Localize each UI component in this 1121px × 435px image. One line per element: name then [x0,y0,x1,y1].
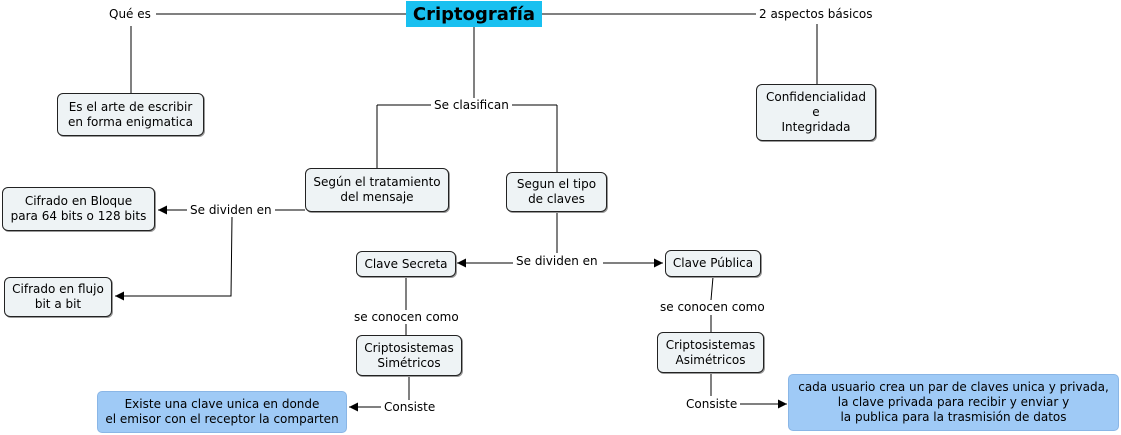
node-segun-tratamiento[interactable]: Según el tratamiento del mensaje [305,168,449,212]
node-aspectos-basicos[interactable]: Confidencialidad e Integridada [756,84,876,141]
label-2-aspectos: 2 aspectos básicos [756,7,876,21]
central-topic-criptografia[interactable]: Criptografía [406,1,542,27]
label-consiste-left: Consiste [381,400,439,414]
node-clave-secreta[interactable]: Clave Secreta [356,251,456,277]
label-se-clasifican: Se clasifican [431,98,512,112]
label-se-dividen-en-left: Se dividen en [187,203,275,217]
node-par-de-claves[interactable]: cada usuario crea un par de claves unica… [788,374,1119,431]
node-cifrado-flujo[interactable]: Cifrado en flujo bit a bit [4,277,112,317]
label-consiste-right: Consiste [683,397,741,411]
node-criptosistemas-asimetricos[interactable]: Criptosistemas Asimétricos [657,332,764,373]
node-cifrado-bloque[interactable]: Cifrado en Bloque para 64 bits o 128 bit… [2,187,155,231]
label-que-es: Qué es [106,7,154,21]
label-se-conocen-como-left: se conocen como [351,310,462,324]
node-segun-tipo-claves[interactable]: Segun el tipo de claves [506,172,607,212]
node-clave-publica[interactable]: Clave Pública [665,250,761,277]
node-clave-unica[interactable]: Existe una clave unica en donde el emiso… [97,391,347,433]
label-se-conocen-como-right: se conocen como [657,300,768,314]
node-criptosistemas-simetricos[interactable]: Criptosistemas Simétricos [356,335,462,376]
node-definicion[interactable]: Es el arte de escribir en forma enigmati… [57,93,204,136]
label-se-dividen-en-middle: Se dividen en [513,254,601,268]
